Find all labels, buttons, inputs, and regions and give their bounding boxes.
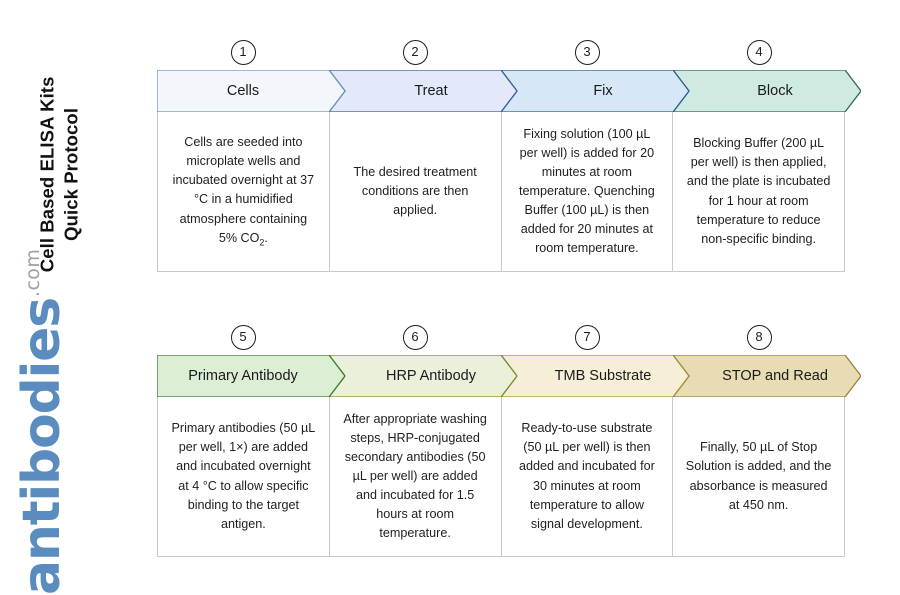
- step-number-badge-6: 6: [402, 325, 428, 350]
- step-label-3: Fix: [593, 83, 613, 99]
- step-description-cell-5: Primary antibodies (50 µL per well, 1×) …: [158, 397, 330, 556]
- step-label-1: Cells: [226, 83, 260, 99]
- step-description-cell-7: Ready-to-use substrate (50 µL per well) …: [502, 397, 674, 556]
- step-chevron-6[interactable]: HRP Antibody: [329, 355, 517, 397]
- step-description-text: Cells are seeded into microplate wells a…: [172, 135, 315, 248]
- step-description-text: Blocking Buffer (200 µL per well) is the…: [686, 136, 831, 246]
- brand-tld: .com: [22, 248, 44, 297]
- step-chevron-7[interactable]: TMB Substrate: [501, 355, 689, 397]
- step-number-badge-8: 8: [746, 325, 772, 350]
- left-rail: Cell Based ELISA Kits Quick Protocol ant…: [0, 0, 155, 595]
- step-label-4: Block: [757, 83, 793, 99]
- step-badge-cell: 4: [673, 35, 845, 65]
- step-description-cell-3: Fixing solution (100 µL per well) is add…: [502, 112, 674, 271]
- step-description-cell-2: The desired treatment conditions are the…: [330, 112, 502, 271]
- step-chevron-8[interactable]: STOP and Read: [673, 355, 861, 397]
- step-badge-cell: 2: [329, 35, 501, 65]
- step-banner-strip-1: Cells Treat Fix Block: [157, 70, 861, 112]
- step-badge-strip-1: 1 2 3 4: [157, 35, 845, 65]
- step-description-text: Finally, 50 µL of Stop Solution is added…: [685, 440, 832, 512]
- step-chevron-2[interactable]: Treat: [329, 70, 517, 112]
- step-description-text: The desired treatment conditions are the…: [353, 164, 477, 218]
- step-number-badge-4: 4: [746, 40, 772, 65]
- brand-name: antibodies: [12, 297, 72, 595]
- step-description-strip-1: Cells are seeded into microplate wells a…: [157, 112, 845, 272]
- step-number-badge-5: 5: [230, 325, 256, 350]
- step-number-badge-7: 7: [574, 325, 600, 350]
- step-badge-cell: 7: [501, 320, 673, 350]
- step-description-text: Fixing solution (100 µL per well) is add…: [518, 126, 655, 256]
- step-badge-cell: 1: [157, 35, 329, 65]
- step-badge-cell: 6: [329, 320, 501, 350]
- step-description-strip-2: Primary antibodies (50 µL per well, 1×) …: [157, 397, 845, 557]
- step-badge-cell: 8: [673, 320, 845, 350]
- step-chevron-4[interactable]: Block: [673, 70, 861, 112]
- step-label-5: Primary Antibody: [188, 368, 298, 384]
- step-badge-strip-2: 5 6 7 8: [157, 320, 845, 350]
- step-chevron-3[interactable]: Fix: [501, 70, 689, 112]
- process-flow-row-1: 1 2 3 4 Cells Treat Fix Block Cells are seeded…: [157, 35, 861, 272]
- step-chevron-5[interactable]: Primary Antibody: [157, 355, 345, 397]
- step-number-badge-3: 3: [574, 40, 600, 65]
- step-badge-cell: 5: [157, 320, 329, 350]
- step-label-6: HRP Antibody: [385, 368, 476, 384]
- step-number-badge-2: 2: [402, 40, 428, 65]
- step-description-cell-4: Blocking Buffer (200 µL per well) is the…: [673, 112, 844, 271]
- step-label-2: Treat: [414, 83, 448, 99]
- step-label-8: STOP and Read: [722, 368, 828, 384]
- step-description-cell-1: Cells are seeded into microplate wells a…: [158, 112, 330, 271]
- step-banner-strip-2: Primary Antibody HRP Antibody TMB Substrat…: [157, 355, 861, 397]
- step-badge-cell: 3: [501, 35, 673, 65]
- step-description-text: After appropriate washing steps, HRP-con…: [343, 411, 487, 541]
- step-description-cell-6: After appropriate washing steps, HRP-con…: [330, 397, 502, 556]
- step-description-cell-8: Finally, 50 µL of Stop Solution is added…: [673, 397, 844, 556]
- step-number-badge-1: 1: [230, 40, 256, 65]
- step-chevron-1[interactable]: Cells: [157, 70, 345, 112]
- step-description-text: Primary antibodies (50 µL per well, 1×) …: [171, 421, 316, 531]
- step-description-text: Ready-to-use substrate (50 µL per well) …: [518, 421, 655, 531]
- step-label-7: TMB Substrate: [554, 368, 652, 384]
- process-flow-row-2: 5 6 7 8 Primary Antibody HRP Antibody TMB Sub…: [157, 320, 861, 557]
- brand-logo: antibodies.com: [12, 249, 72, 595]
